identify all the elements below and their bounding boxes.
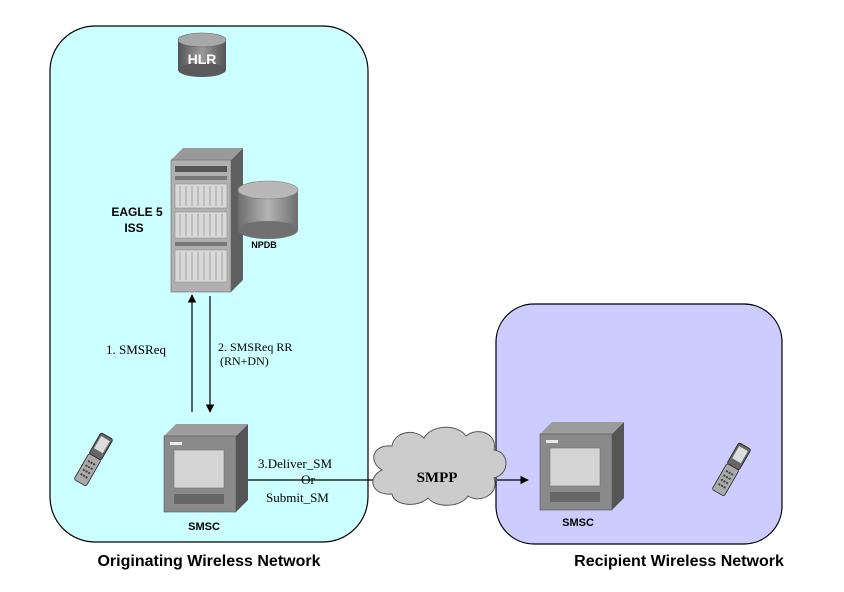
database-cylinder-icon: [237, 180, 299, 239]
server-box-icon: [163, 424, 248, 513]
originating-smsc-label: SMSC: [188, 521, 220, 533]
recipient-network-panel: [495, 303, 783, 545]
server-rack-icon: [170, 148, 243, 293]
step2-label-line2: (RN+DN): [220, 354, 269, 368]
step3-label-line2: Or: [301, 472, 315, 487]
cloud-icon: [372, 426, 507, 506]
flip-phone-icon: [712, 442, 751, 496]
eagle-label-line1: EAGLE 5: [111, 205, 163, 219]
recipient-network-label: Recipient Wireless Network: [574, 553, 784, 570]
server-box-icon: [539, 422, 624, 511]
originating-network-label: Originating Wireless Network: [97, 553, 320, 570]
npdb-label: NPDB: [251, 240, 277, 250]
step2-label-line1: 2. SMSReq RR: [218, 340, 292, 354]
flip-phone-icon: [74, 432, 113, 486]
step3-label-line1: 3.Deliver_SM: [258, 456, 332, 471]
hlr-database-icon: HLR: [177, 32, 227, 77]
eagle-label-line2: ISS: [124, 221, 143, 235]
step3-label-line3: Submit_SM: [266, 490, 329, 505]
recipient-smsc-label: SMSC: [562, 517, 594, 529]
smpp-label: SMPP: [417, 470, 458, 486]
hlr-label: HLR: [188, 51, 217, 67]
step1-label: 1. SMSReq: [106, 342, 166, 357]
